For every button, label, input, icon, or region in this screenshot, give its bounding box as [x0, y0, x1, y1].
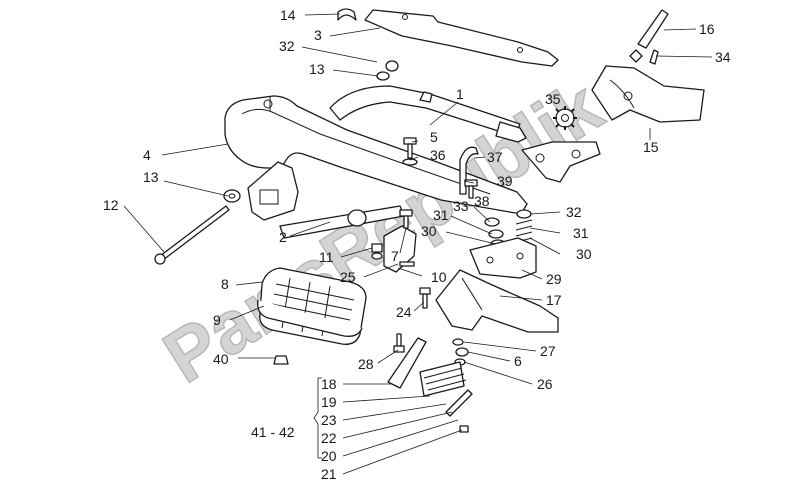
- callout-16: 16: [699, 21, 715, 37]
- callout-12: 12: [103, 197, 119, 213]
- callout-1: 1: [456, 86, 464, 102]
- rear-mount-part: [521, 141, 601, 183]
- spring-part: [419, 361, 465, 397]
- callout-14: 14: [280, 7, 296, 23]
- callout-26: 26: [537, 376, 553, 392]
- callout-31: 31: [433, 207, 449, 223]
- callout-32b: 32: [566, 204, 582, 220]
- nut-part: [385, 60, 399, 72]
- callout-35: 35: [545, 91, 561, 107]
- callout-5: 5: [430, 129, 438, 145]
- callout-13b: 13: [143, 169, 159, 185]
- callout-6: 6: [514, 353, 522, 369]
- callout-29: 29: [546, 271, 562, 287]
- rear-bracket-part: [591, 65, 705, 123]
- callout-37: 37: [487, 149, 503, 165]
- callout-22: 22: [321, 430, 337, 446]
- callout-21: 21: [321, 466, 337, 482]
- gear-icon: [553, 106, 577, 130]
- cover-plate-part: [364, 9, 559, 67]
- callout-41-42: 41 - 42: [251, 424, 295, 440]
- callout-20: 20: [321, 448, 337, 464]
- callout-9: 9: [213, 312, 221, 328]
- callout-40: 40: [213, 351, 229, 367]
- callout-17: 17: [546, 292, 562, 308]
- callout-23: 23: [321, 412, 337, 428]
- callout-39: 39: [497, 173, 513, 189]
- callout-25: 25: [340, 269, 356, 285]
- callout-3: 3: [314, 27, 322, 43]
- callout-28: 28: [358, 356, 374, 372]
- callout-38: 38: [474, 193, 490, 209]
- callout-30b: 30: [576, 246, 592, 262]
- callout-32: 32: [279, 38, 295, 54]
- callout-18: 18: [321, 376, 337, 392]
- long-bolt-part: [159, 205, 230, 261]
- callout-8: 8: [221, 276, 229, 292]
- spring-bracket-part: [387, 337, 427, 389]
- mount-bracket-part: [383, 225, 417, 273]
- callout-13: 13: [309, 61, 325, 77]
- callout-19: 19: [321, 394, 337, 410]
- callout-31b: 31: [573, 225, 589, 241]
- callout-2: 2: [279, 229, 287, 245]
- callout-11: 11: [319, 249, 334, 265]
- callout-24: 24: [396, 304, 412, 320]
- callout-30: 30: [421, 223, 437, 239]
- left-bracket-part: [247, 161, 299, 221]
- footrest-arm-part: [435, 269, 559, 333]
- callout-33: 33: [453, 198, 469, 214]
- callout-36: 36: [430, 147, 446, 163]
- callout-10: 10: [431, 269, 447, 285]
- callout-27: 27: [540, 343, 556, 359]
- callout-15: 15: [643, 139, 659, 155]
- side-bracket-part: [469, 237, 537, 279]
- rubber-pad-part: [273, 355, 289, 365]
- callout-7: 7: [391, 248, 399, 264]
- clip-part: [337, 8, 357, 21]
- callout-4: 4: [143, 147, 151, 163]
- callout-34: 34: [715, 49, 731, 65]
- nut-part: [376, 71, 390, 81]
